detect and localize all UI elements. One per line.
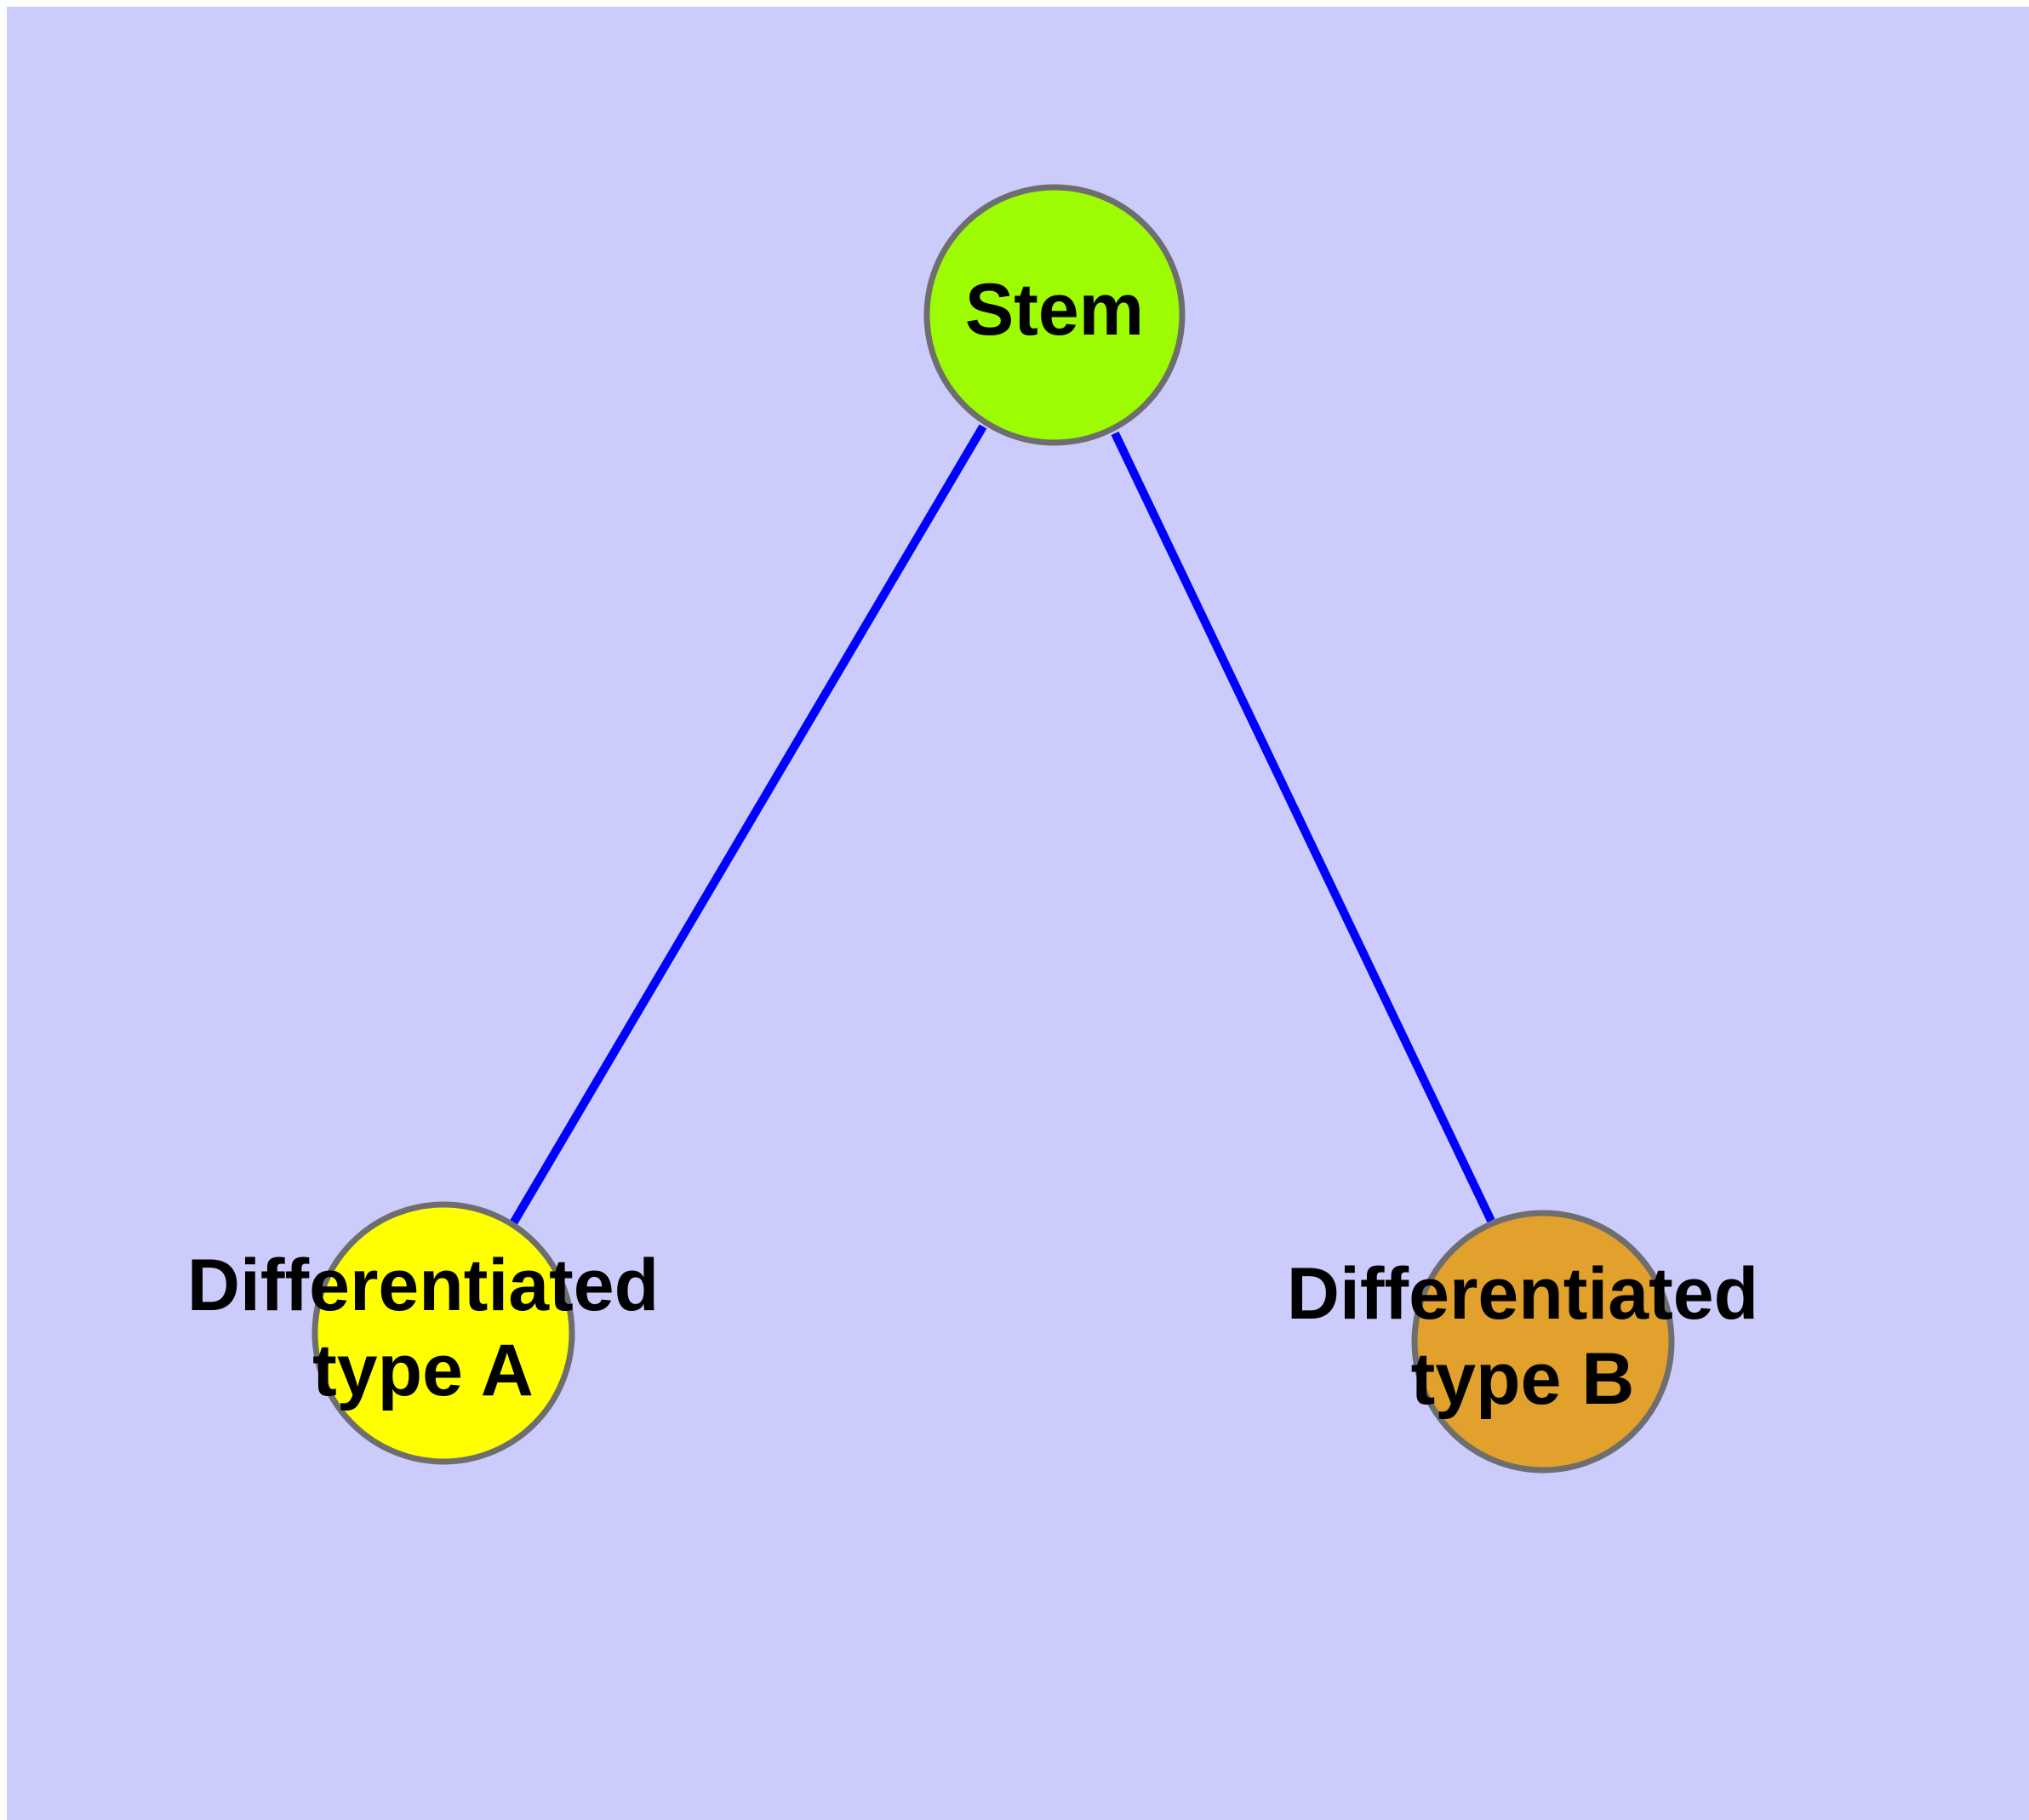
node-label-line: Stem (965, 269, 1144, 351)
node-label-line: type B (1411, 1338, 1635, 1420)
edges-group (509, 424, 1495, 1226)
graph-edge-stem-diff_a[interactable] (509, 424, 987, 1226)
node-label-line: Differentiated (1287, 1253, 1758, 1335)
node-label-stem: Stem (965, 269, 1144, 351)
graph-node-stem[interactable]: Stem (923, 184, 1186, 446)
node-circle-stem[interactable] (923, 184, 1186, 446)
node-circle-diff_a[interactable] (311, 1201, 575, 1465)
node-label-line: type A (312, 1330, 534, 1411)
graph-edge-stem-diff_b[interactable] (1111, 431, 1495, 1223)
node-circle-diff_b[interactable] (1411, 1210, 1675, 1474)
node-label-line: Differentiated (187, 1245, 659, 1326)
